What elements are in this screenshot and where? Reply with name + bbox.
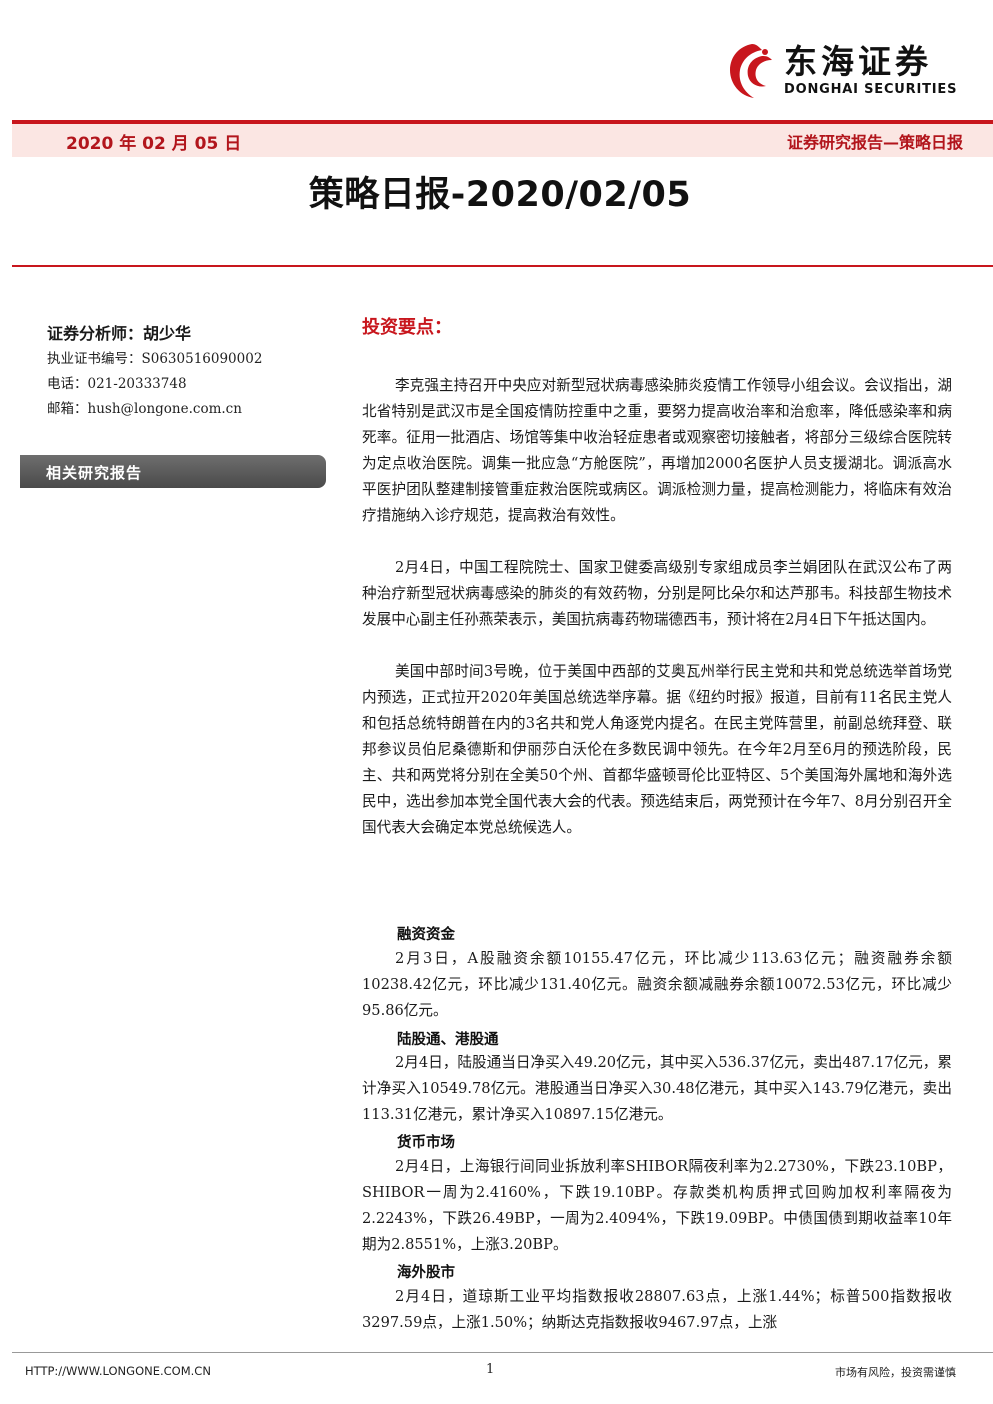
analyst-cert: 执业证书编号：S0630516090002 bbox=[47, 351, 263, 367]
key-points-heading: 投资要点： bbox=[362, 317, 452, 338]
section-title-stock-connect: 陆股通、港股通 bbox=[397, 1032, 499, 1048]
company-logo: 东海证券 DONGHAI SECURITIES bbox=[722, 38, 972, 104]
analyst-name: 证券分析师：胡少华 bbox=[47, 324, 192, 343]
section-title-money-market: 货币市场 bbox=[397, 1135, 455, 1151]
paragraph-drugs: 2月4日，中国工程院院士、国家卫健委高级别专家组成员李兰娟团队在武汉公布了两种治… bbox=[362, 559, 952, 628]
section-text-money-market: 2月4日，上海银行间同业拆放利率SHIBOR隔夜利率为2.2730%，下跌23.… bbox=[362, 1158, 952, 1253]
analyst-phone: 电话：021-20333748 bbox=[47, 376, 187, 392]
report-date: 2020 年 02 月 05 日 bbox=[66, 134, 242, 154]
section-text-margin-financing: 2月3日，A股融资余额10155.47亿元，环比减少113.63亿元；融资融券余… bbox=[362, 950, 952, 1019]
related-reports-header: 相关研究报告 bbox=[20, 455, 326, 488]
risk-warning: 市场有风险，投资需谨慎 bbox=[835, 1366, 956, 1379]
page-title: 策略日报-2020/02/05 bbox=[308, 175, 692, 215]
section-title-margin-financing: 融资资金 bbox=[397, 927, 455, 943]
paragraph-epidemic: 李克强主持召开中央应对新型冠状病毒感染肺炎疫情工作领导小组会议。会议指出，湖北省… bbox=[362, 377, 952, 524]
header-band bbox=[12, 124, 993, 157]
logo-chinese-name: 东海证券 bbox=[784, 42, 932, 81]
section-title-overseas-stocks: 海外股市 bbox=[397, 1265, 455, 1281]
footer-divider bbox=[12, 1352, 993, 1353]
paragraph-us-election: 美国中部时间3号晚，位于美国中西部的艾奥瓦州举行民主党和共和党总统选举首场党内预… bbox=[362, 663, 952, 836]
logo-english-name: DONGHAI SECURITIES bbox=[784, 82, 958, 97]
page-number: 1 bbox=[486, 1362, 495, 1377]
section-text-overseas-stocks: 2月4日，道琼斯工业平均指数报收28807.63点，上涨1.44%；标普500指… bbox=[362, 1288, 952, 1331]
related-reports-label: 相关研究报告 bbox=[46, 464, 143, 482]
report-type: 证券研究报告—策略日报 bbox=[786, 133, 963, 152]
header-band-rule bbox=[12, 120, 993, 124]
footer-url-link[interactable]: HTTP://WWW.LONGONE.COM.CN bbox=[25, 1364, 211, 1378]
analyst-email: 邮箱：hush@longone.com.cn bbox=[47, 401, 242, 417]
title-divider bbox=[12, 265, 993, 267]
phoenix-logo-icon bbox=[730, 44, 772, 98]
section-text-stock-connect: 2月4日，陆股通当日净买入49.20亿元，其中买入536.37亿元，卖出487.… bbox=[362, 1054, 952, 1123]
